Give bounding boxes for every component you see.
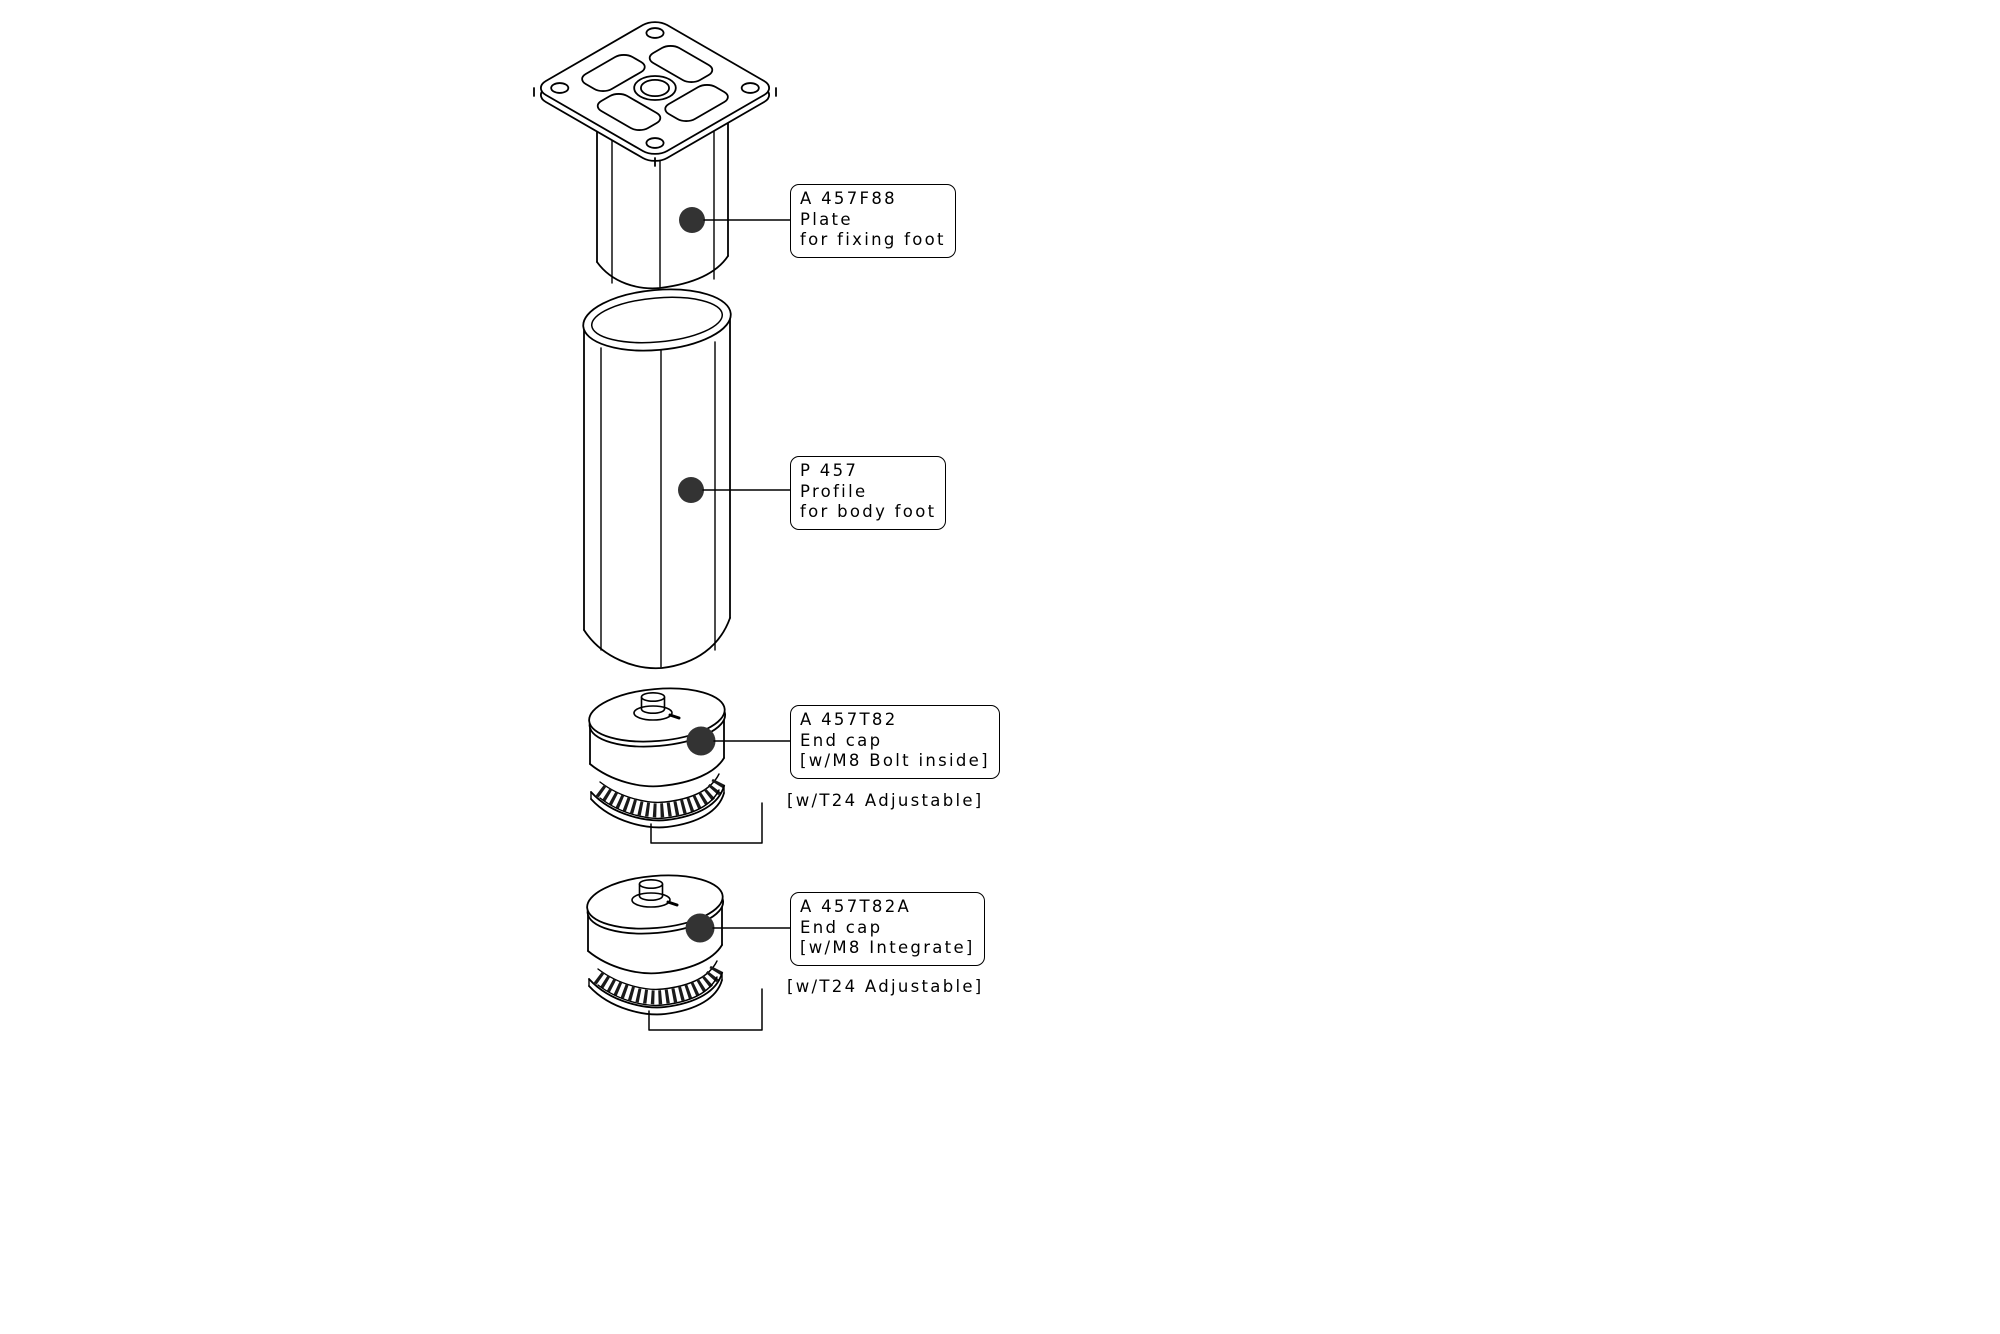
part-code: A 457T82A <box>800 897 912 916</box>
part-spec: [w/M8 Bolt inside] <box>800 751 990 770</box>
profile-mouth-inner <box>590 296 724 344</box>
part-code: A 457F88 <box>800 189 897 208</box>
callout-endcap-bolt: A 457T82 End cap [w/M8 Bolt inside] <box>790 705 1000 779</box>
note-text: [w/T24 Adjustable] <box>787 791 984 810</box>
callout-dot-profile <box>678 477 704 503</box>
callout-dot-endcap-bolt <box>686 726 716 756</box>
plate-cutout-top <box>645 43 718 85</box>
callout-dot-plate <box>679 207 705 233</box>
stub-bottom-arc <box>596 255 729 290</box>
plate-screw-hole-left <box>548 81 572 95</box>
endcap-bolt-drawing <box>587 683 727 827</box>
part-name: Plate <box>800 209 853 229</box>
note-text: [w/T24 Adjustable] <box>787 977 984 996</box>
note-adjustable-1: [w/T24 Adjustable] <box>787 791 984 811</box>
part-name: End cap <box>800 730 883 750</box>
plate-screw-hole-bottom <box>643 136 667 150</box>
plate-screw-hole-top <box>643 26 667 40</box>
callout-dot-endcap-integrate <box>685 913 715 943</box>
part-code: A 457T82 <box>800 710 898 729</box>
callout-leaders <box>648 207 791 1031</box>
endcap-integrate-drawing <box>585 870 725 1014</box>
callout-profile: P 457 Profile for body foot <box>790 456 947 530</box>
part-name: End cap <box>800 917 883 937</box>
part-spec: for body foot <box>800 502 937 521</box>
callout-plate: A 457F88 Plate for fixing foot <box>790 184 956 258</box>
part-spec: [w/M8 Integrate] <box>800 938 975 957</box>
plate-cutout-left <box>577 52 650 94</box>
part-spec: for fixing foot <box>800 230 946 249</box>
callout-endcap-integrate: A 457T82A End cap [w/M8 Integrate] <box>790 892 985 966</box>
note-adjustable-2: [w/T24 Adjustable] <box>787 977 984 997</box>
leader-line-adjustable-1 <box>650 802 763 844</box>
plate-screw-hole-right <box>738 81 762 95</box>
leader-line-adjustable-2 <box>648 988 763 1031</box>
profile-tube-drawing <box>582 288 732 670</box>
plate-center-hole-inner <box>635 77 675 100</box>
part-code: P 457 <box>800 461 859 480</box>
profile-bottom-arc <box>583 617 731 670</box>
plate-cutout-right <box>660 82 733 124</box>
part-name: Profile <box>800 481 868 501</box>
plate-cutout-bottom <box>593 91 666 133</box>
plate-drawing <box>533 18 777 167</box>
